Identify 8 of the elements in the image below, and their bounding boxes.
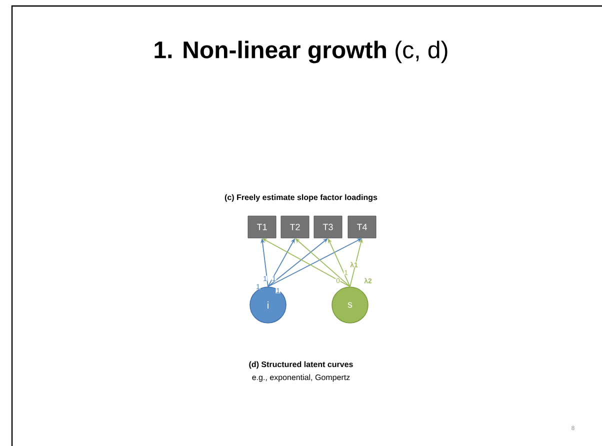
observed-box: T4 bbox=[348, 216, 376, 238]
subtitle: (d) Structured latent curves bbox=[249, 361, 353, 369]
slide-title: 1. Non-linear growth (c, d) bbox=[154, 40, 448, 64]
subtitle: (c) Freely estimate slope factor loadings bbox=[224, 194, 378, 202]
observed-box: T1 bbox=[248, 216, 276, 238]
observed-box: T3 bbox=[314, 216, 342, 238]
observed-box: T2 bbox=[280, 216, 310, 238]
note-text: e.g., exponential, Gompertz bbox=[252, 374, 350, 382]
